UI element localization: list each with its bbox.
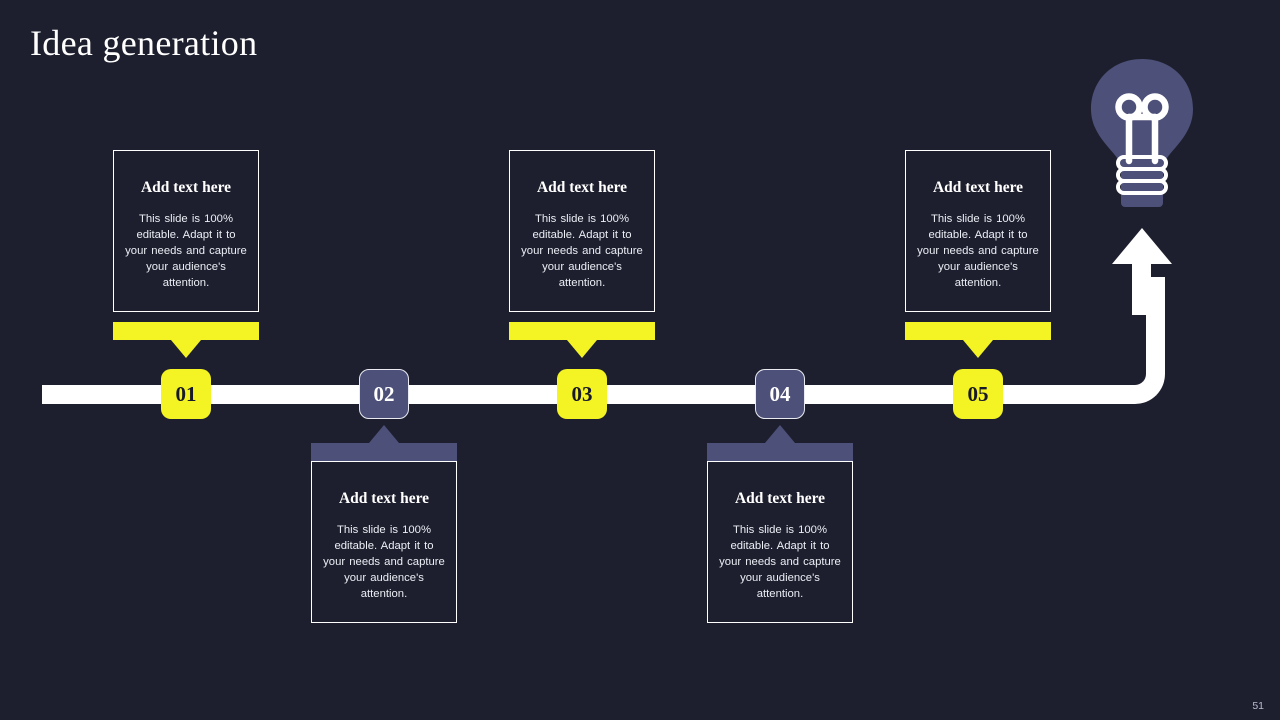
step-badge-04[interactable]: 04 — [755, 369, 805, 419]
step-pointer-03 — [567, 340, 597, 358]
step-card-body: This slide is 100% editable. Adapt it to… — [719, 524, 841, 600]
step-badge-label: 03 — [571, 381, 593, 406]
step-connector-05 — [905, 322, 1051, 340]
timeline-rail-riser — [1132, 255, 1151, 315]
step-pointer-01 — [171, 340, 201, 358]
step-badge-02[interactable]: 02 — [359, 369, 409, 419]
step-card-title: Add text here — [734, 490, 826, 507]
step-card-body: This slide is 100% editable. Adapt it to… — [323, 524, 445, 600]
step-connector-04 — [707, 443, 853, 461]
step-badge-label: 02 — [373, 381, 395, 406]
step-badge-01[interactable]: 01 — [161, 369, 211, 419]
step-card-title: Add text here — [932, 179, 1024, 196]
step-connector-02 — [311, 443, 457, 461]
step-card-02[interactable]: Add text here This slide is 100% editabl… — [311, 461, 457, 623]
step-pointer-05 — [963, 340, 993, 358]
step-card-title: Add text here — [338, 490, 430, 507]
step-card-title: Add text here — [140, 179, 232, 196]
step-card-body: This slide is 100% editable. Adapt it to… — [521, 213, 643, 289]
arrow-up-icon — [1112, 228, 1172, 264]
step-connector-03 — [509, 322, 655, 340]
step-card-body: This slide is 100% editable. Adapt it to… — [125, 213, 247, 289]
step-card-01[interactable]: Add text here This slide is 100% editabl… — [113, 150, 259, 312]
step-badge-label: 04 — [769, 381, 791, 406]
step-connector-01 — [113, 322, 259, 340]
step-card-04[interactable]: Add text here This slide is 100% editabl… — [707, 461, 853, 623]
page-number: 51 — [1252, 700, 1264, 712]
step-badge-label: 01 — [175, 381, 197, 406]
lightbulb-icon — [1085, 57, 1199, 217]
step-pointer-04 — [765, 425, 795, 443]
step-card-body: This slide is 100% editable. Adapt it to… — [917, 213, 1039, 289]
step-card-title: Add text here — [536, 179, 628, 196]
step-card-03[interactable]: Add text here This slide is 100% editabl… — [509, 150, 655, 312]
step-badge-03[interactable]: 03 — [557, 369, 607, 419]
step-pointer-02 — [369, 425, 399, 443]
step-badge-05[interactable]: 05 — [953, 369, 1003, 419]
step-badge-label: 05 — [967, 381, 989, 406]
page-title: Idea generation — [30, 23, 258, 63]
step-card-05[interactable]: Add text here This slide is 100% editabl… — [905, 150, 1051, 312]
